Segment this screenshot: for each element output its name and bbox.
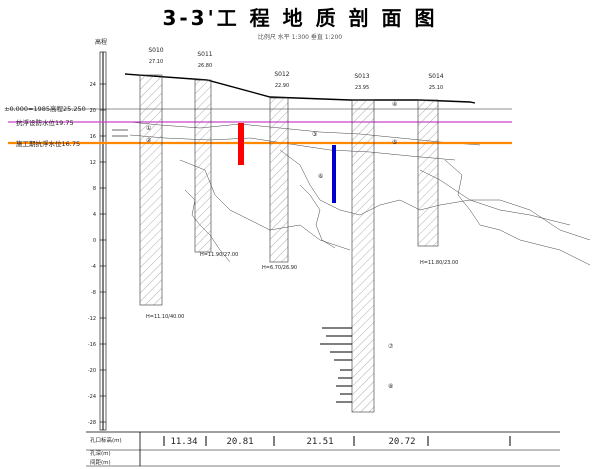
layer-tag: ① xyxy=(146,125,151,132)
borehole-id: S014 xyxy=(428,73,443,80)
elevation-tick-label: 24 xyxy=(90,82,96,88)
blue-marker xyxy=(332,145,336,203)
borehole-depth-label: H=6.70/26.90 xyxy=(262,265,297,271)
borehole-elevation: 23.95 xyxy=(355,85,369,91)
borehole-s012: S012 22.90 H=6.70/26.90 ③ xyxy=(262,71,317,271)
layer-tag: ② xyxy=(146,137,152,144)
anti-float-design-level-label: 抗浮设防水位19.75 xyxy=(16,118,74,127)
layer-tag: ⑦ xyxy=(388,343,394,350)
drawing-title: 3-3'工 程 地 质 剖 面 图 xyxy=(162,6,438,30)
elevation-ticks: 24 20 16 12 8 4 0 -4 -8 -12 -16 -20 -24 -28 xyxy=(88,82,106,426)
layer-tag: ⑥ xyxy=(318,173,323,180)
layer-tag: ④ xyxy=(392,101,397,108)
elevation-tick-label: -4 xyxy=(91,264,96,270)
layer-tag: ⑤ xyxy=(392,139,397,146)
layer-tag: ⑧ xyxy=(388,383,393,390)
ground-surface xyxy=(124,73,476,104)
borehole-elevation: 25.10 xyxy=(429,85,443,91)
construction-anti-float-level-label: 施工期抗浮水位16.75 xyxy=(16,139,80,148)
marker-bars xyxy=(238,123,336,203)
elevation-tick-label: -20 xyxy=(88,368,96,374)
borehole-depth-label: H=11.10/40.00 xyxy=(146,314,184,320)
distance-value: 20.72 xyxy=(388,437,415,447)
borehole-id: S012 xyxy=(274,71,289,78)
distance-value: 11.34 xyxy=(170,437,197,447)
borehole-elevation: 22.90 xyxy=(275,83,289,89)
borehole-s014: S014 25.10 H=11.80/23.00 ④ ⑤ ⑥ xyxy=(318,73,458,266)
borehole-depth-label: H=11.90/27.00 xyxy=(200,252,238,258)
borehole-elevation: 26.80 xyxy=(198,63,212,69)
elevation-tick-label: 16 xyxy=(90,134,96,140)
borehole-id: S011 xyxy=(197,51,212,58)
borehole-depth-label: H=11.80/23.00 xyxy=(420,260,458,266)
distance-value: 21.51 xyxy=(306,437,333,447)
boreholes: S010 27.10 H=11.10/40.00 S011 26.80 H=11… xyxy=(112,47,458,413)
elevation-tick-label: -8 xyxy=(91,290,96,296)
datum-zero-label: ±0.000=1985高程25.250 xyxy=(4,104,86,113)
scale-note: 比例尺 水平 1:300 垂直 1:200 xyxy=(257,34,343,41)
borehole-elevation: 27.10 xyxy=(149,59,163,65)
table-row-label: 间距(m) xyxy=(90,458,111,466)
table-row-label: 孔口标高(m) xyxy=(90,436,122,444)
bottom-data-table: 孔口标高(m) 孔深(m) 间距(m) 11.34 20.81 21.51 20… xyxy=(86,431,560,467)
layer-tag: ③ xyxy=(312,131,317,138)
elevation-tick-label: -16 xyxy=(88,342,96,348)
elevation-tick-label: 0 xyxy=(93,238,96,244)
borehole-id: S013 xyxy=(354,73,369,80)
borehole-s010: S010 27.10 H=11.10/40.00 xyxy=(139,47,184,320)
distance-value: 20.81 xyxy=(226,437,253,447)
borehole-s011: S011 26.80 H=11.90/27.00 ① ② xyxy=(112,51,238,258)
elevation-tick-label: 12 xyxy=(90,160,96,166)
elevation-tick-label: 8 xyxy=(93,186,96,192)
red-marker xyxy=(238,123,244,165)
elevation-tick-label: 4 xyxy=(93,212,96,218)
elevation-tick-label: 20 xyxy=(90,108,96,114)
borehole-id: S010 xyxy=(148,47,163,54)
elevation-axis: 高程 24 20 16 12 8 4 0 -4 -8 -12 -16 -20 -24 -28 xyxy=(88,38,107,431)
elevation-axis-title: 高程 xyxy=(95,38,107,46)
table-row-label: 孔深(m) xyxy=(90,449,111,457)
elevation-tick-label: -12 xyxy=(88,316,96,322)
elevation-tick-label: -28 xyxy=(88,420,96,426)
elevation-tick-label: -24 xyxy=(88,394,96,400)
borehole-s013: S013 23.95 ⑦ ⑧ xyxy=(320,73,394,413)
